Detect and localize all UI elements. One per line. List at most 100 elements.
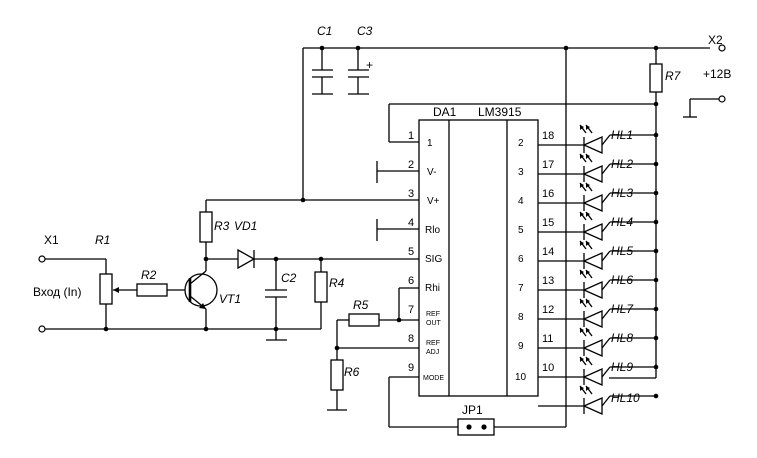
pin-8-num: 8 (408, 333, 414, 345)
led-label: HL1 (611, 128, 633, 142)
led-light-arrowhead (586, 386, 590, 391)
led-anode-wire (601, 134, 611, 146)
supply-label: +12В (703, 67, 731, 81)
led-triangle (582, 309, 603, 329)
led-hl2: HL2 (538, 153, 659, 184)
chip-left-pins: 1 2 3 4 5 6 7 8 9 (408, 130, 414, 374)
led-triangle (582, 280, 603, 300)
pin-11-num: 11 (542, 333, 553, 345)
led-label: HL9 (611, 360, 633, 374)
r3-label: R3 (214, 219, 230, 233)
led-anode-wire (601, 395, 611, 407)
pin-2-num: 2 (408, 159, 414, 171)
led-hl8: HL8 (538, 327, 659, 358)
resistor-r7 (649, 48, 663, 378)
led-hl7: HL7 (538, 298, 659, 329)
pin-9-num: 9 (408, 362, 414, 374)
pin-5-num: 5 (408, 246, 414, 258)
pin-3-num: 3 (408, 188, 414, 200)
vt1-label: VT1 (219, 292, 241, 306)
led-hl3: HL3 (538, 182, 659, 213)
inner-label-rlo: Rlo (425, 225, 440, 236)
resistor-r4 (287, 259, 328, 330)
led-light-arrowhead (586, 183, 590, 188)
led-hl5: HL5 (538, 240, 659, 271)
led-triangle (582, 193, 603, 213)
led-bus-junction (653, 306, 659, 312)
led-anode-wire (601, 221, 611, 233)
pin-18-num: 18 (542, 130, 554, 142)
potentiometer-r1 (99, 259, 137, 329)
c3-label: C3 (357, 24, 373, 38)
diode-vd1 (206, 248, 324, 270)
pin-10-num: 10 (542, 362, 554, 374)
resistor-r6 (327, 359, 347, 411)
led-anode-wire (601, 192, 611, 204)
x1-label: X1 (44, 233, 59, 247)
led-light-arrowhead (586, 154, 590, 159)
led-bus-junction (653, 335, 659, 341)
pin-15-num: 15 (542, 217, 554, 229)
resistor-r5 (336, 313, 380, 360)
led-label: HL3 (611, 186, 633, 200)
led-bus-junction (653, 132, 659, 138)
inner-label-vplus: V+ (427, 196, 440, 207)
led-light-arrowhead (580, 328, 584, 333)
inner-output-4: 5 (518, 225, 524, 236)
led-anode-wire (601, 250, 611, 262)
led-light-arrowhead (580, 241, 584, 246)
chip-part: LM3915 (478, 105, 522, 119)
inner-label-1: 1 (427, 138, 433, 149)
resistor-r2 (136, 283, 190, 297)
inner-output-3: 4 (518, 196, 524, 207)
led-light-arrowhead (580, 183, 584, 188)
inner-label-ref-adj-a: REF (426, 340, 440, 347)
led-hl4: HL4 (538, 211, 659, 242)
led-triangle (582, 164, 603, 184)
led-label: HL7 (611, 302, 634, 316)
jumper-jp1 (457, 48, 567, 436)
led-triangle (582, 367, 603, 387)
chip-right-inner-labels: 2 3 4 5 6 7 8 9 10 (515, 138, 527, 383)
led-anode-wire (601, 337, 611, 349)
connector-x2 (683, 44, 726, 118)
led-hl10: HL10 (538, 385, 659, 416)
led-anode-wire (601, 163, 611, 175)
jp1-label: JP1 (462, 403, 483, 417)
inner-output-6: 7 (518, 283, 524, 294)
led-label: HL4 (611, 215, 633, 229)
chip-da1 (418, 119, 539, 397)
r1-label: R1 (95, 233, 110, 247)
chip-left-wiring (206, 101, 659, 428)
led-light-arrowhead (580, 212, 584, 217)
vd1-label: VD1 (234, 219, 257, 233)
transistor-vt1 (184, 259, 218, 329)
inner-output-5: 6 (518, 254, 524, 265)
led-light-arrowhead (586, 212, 590, 217)
r2-label: R2 (141, 268, 157, 282)
inner-label-sig: SIG (425, 254, 442, 265)
pin-4-num: 4 (408, 217, 414, 229)
r5-label: R5 (353, 298, 369, 312)
c1-label: C1 (317, 24, 332, 38)
led-light-arrowhead (580, 357, 584, 362)
led-bus-junction (653, 190, 659, 196)
r7-label: R7 (665, 69, 682, 83)
c3-polarity: + (366, 58, 373, 72)
led-light-arrowhead (586, 241, 590, 246)
inner-label-mode: MODE (423, 375, 444, 382)
c2-label: C2 (281, 271, 297, 285)
pin-14-num: 14 (542, 246, 554, 258)
led-light-arrowhead (580, 386, 584, 391)
pin-16-num: 16 (542, 188, 554, 200)
top-rail (302, 45, 710, 200)
led-light-arrowhead (586, 328, 590, 333)
led-triangle (582, 135, 603, 155)
led-label: HL10 (611, 391, 640, 405)
led-triangle (582, 222, 603, 242)
pin-1-num: 1 (408, 130, 414, 142)
capacitor-c3 (348, 69, 369, 95)
led-bus-junction (653, 219, 659, 225)
